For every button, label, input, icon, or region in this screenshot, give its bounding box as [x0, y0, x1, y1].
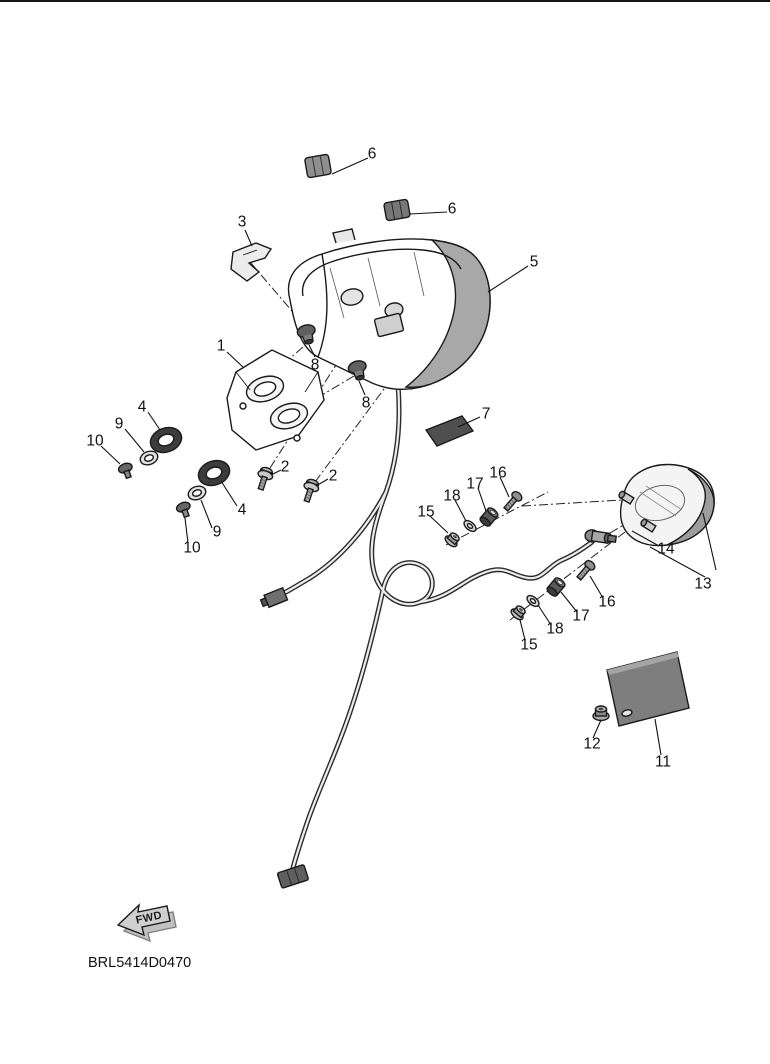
callout-ref-11[interactable]: 11	[654, 753, 672, 771]
callout-leader-lines	[100, 157, 662, 756]
bracket-part3	[230, 242, 273, 282]
bulb-socket-part14	[584, 529, 618, 544]
callout-ref-13[interactable]: 13	[694, 575, 712, 593]
callout-ref-2-a[interactable]: 2	[280, 458, 290, 476]
callout-ref-18-b[interactable]: 18	[546, 620, 564, 638]
nut-part15-b	[510, 605, 526, 621]
callout-ref-10-b[interactable]: 10	[183, 539, 201, 557]
harness-connector-small	[259, 586, 289, 609]
grommet-part8-a	[296, 324, 316, 345]
connector-cover-part6-a	[304, 153, 332, 179]
callout-ref-5[interactable]: 5	[529, 253, 539, 271]
callout-ref-4-b[interactable]: 4	[237, 501, 247, 519]
callout-ref-15-a[interactable]: 15	[417, 503, 435, 521]
callout-ref-4-a[interactable]: 4	[137, 398, 147, 416]
callout-ref-6-a[interactable]: 6	[367, 145, 377, 163]
page-top-rule	[0, 0, 770, 2]
callout-ref-6-b[interactable]: 6	[447, 200, 457, 218]
callout-ref-18-a[interactable]: 18	[443, 487, 461, 505]
fwd-arrow	[116, 903, 177, 943]
callout-ref-16-b[interactable]: 16	[598, 593, 616, 611]
collar-part17-a	[479, 507, 499, 527]
nut-part12	[592, 705, 610, 722]
callout-ref-16-a[interactable]: 16	[489, 464, 507, 482]
callout-ref-15-b[interactable]: 15	[520, 636, 538, 654]
callout-ref-8-a[interactable]: 8	[310, 356, 320, 374]
collar-part17-b	[546, 577, 566, 597]
washer-part9-a	[139, 450, 159, 466]
callout-ref-14[interactable]: 14	[657, 540, 675, 558]
callout-ref-12[interactable]: 12	[583, 735, 601, 753]
taillight-bracket-part1	[226, 349, 325, 451]
grommet-part8-b	[347, 360, 367, 381]
taillight-unit-part5	[287, 228, 491, 390]
washer-part9-b	[187, 485, 207, 501]
washer-part18-b	[526, 594, 540, 608]
callout-ref-3[interactable]: 3	[237, 213, 247, 231]
washer-part18-a	[463, 519, 477, 533]
nut-part15-a	[444, 532, 460, 548]
screw-part16-a	[503, 491, 523, 513]
wire-harness	[259, 371, 595, 889]
callout-ref-7[interactable]: 7	[481, 405, 491, 423]
damper-ring-part4-a	[149, 426, 183, 454]
pad-part7	[424, 415, 475, 447]
license-plate-bracket-part11	[606, 651, 690, 727]
callout-ref-9-a[interactable]: 9	[114, 415, 124, 433]
harness-connector-end	[276, 864, 309, 889]
screw-part16-b	[576, 560, 596, 582]
bolt-part2-a	[257, 466, 274, 491]
callout-ref-17-b[interactable]: 17	[572, 607, 590, 625]
damper-ring-part4-b	[197, 459, 231, 487]
callout-ref-17-a[interactable]: 17	[466, 475, 484, 493]
connector-cover-part6-b	[383, 198, 411, 222]
callout-ref-8-b[interactable]: 8	[361, 394, 371, 412]
callout-ref-2-b[interactable]: 2	[328, 467, 338, 485]
callout-ref-1[interactable]: 1	[216, 337, 226, 355]
clip-part10-b	[175, 501, 191, 519]
callout-ref-9-b[interactable]: 9	[212, 523, 222, 541]
clip-part10-a	[117, 462, 133, 480]
drawing-code: BRL5414D0470	[88, 955, 192, 971]
bolt-part2-b	[303, 478, 320, 503]
callout-ref-10-a[interactable]: 10	[86, 432, 104, 450]
rear-reflector-part13	[618, 463, 717, 578]
